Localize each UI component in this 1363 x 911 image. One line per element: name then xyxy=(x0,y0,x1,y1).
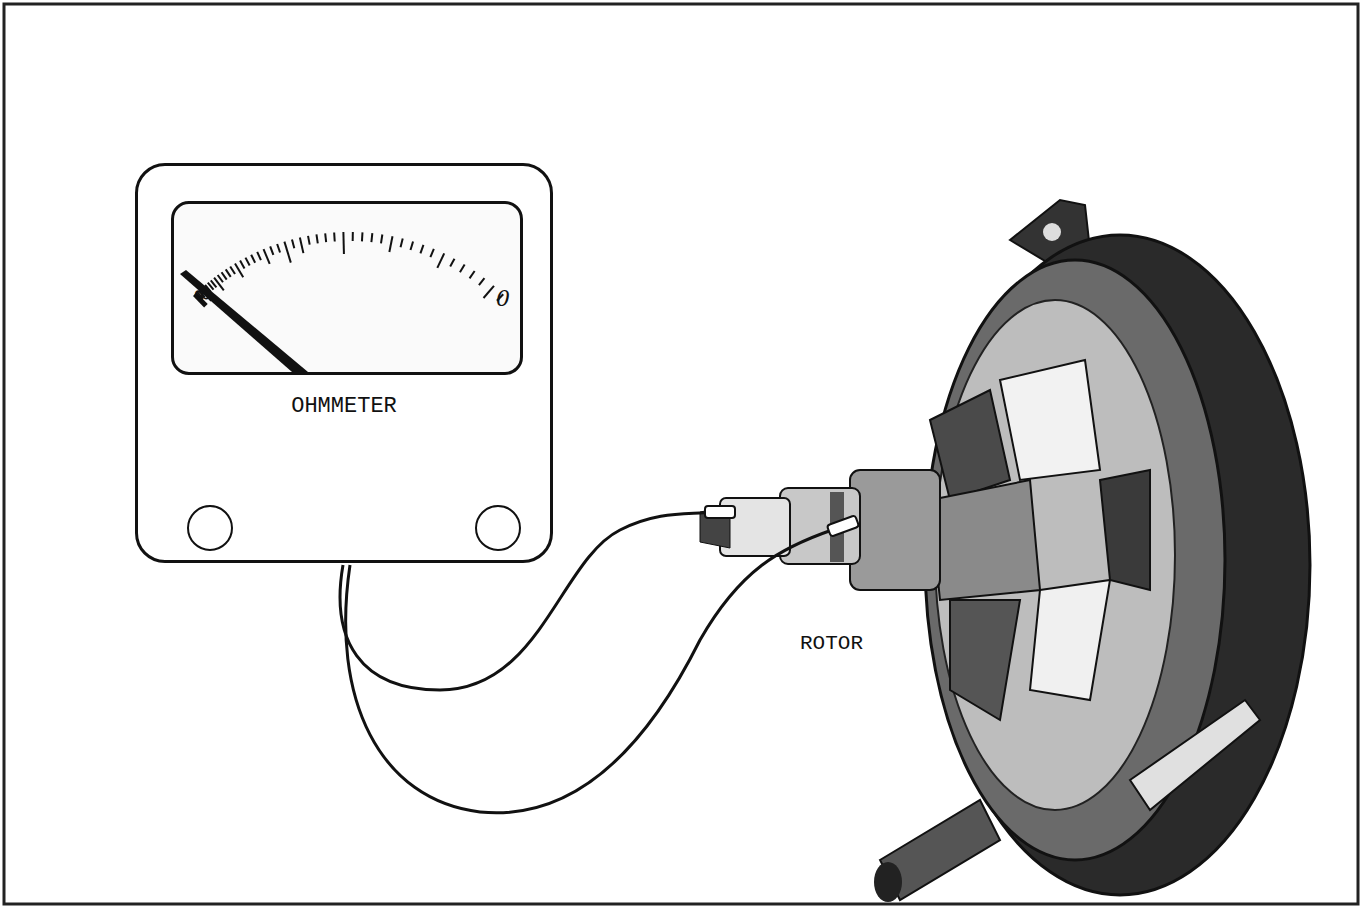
terminal-knob xyxy=(188,506,232,550)
rotor-illustration xyxy=(700,200,1310,902)
frame xyxy=(4,4,1358,904)
scale-tick xyxy=(251,255,255,263)
scale-zero: 0 xyxy=(470,286,510,311)
test-clip xyxy=(705,506,735,518)
scale-tick xyxy=(381,235,382,244)
scale-tick xyxy=(230,266,235,274)
scale-tick xyxy=(245,258,249,266)
scale-tick xyxy=(300,238,304,254)
scale-tick xyxy=(218,275,223,282)
scale-tick xyxy=(430,249,433,257)
scale-tick xyxy=(292,239,294,248)
meter-face: ∞0 xyxy=(171,201,523,375)
scale-tick xyxy=(324,233,327,242)
scale-tick xyxy=(389,236,392,252)
meter-body: OHMMETER∞0 xyxy=(135,163,553,563)
terminal-knob xyxy=(476,506,520,550)
scale-tick xyxy=(370,233,373,242)
scale-tick xyxy=(264,249,270,264)
scale-tick xyxy=(484,286,494,298)
scale-tick xyxy=(479,278,484,285)
meter-needle xyxy=(180,270,308,372)
test-probe xyxy=(827,515,859,537)
scale-tick xyxy=(316,234,317,243)
scale-tick xyxy=(342,232,345,254)
scale-tick xyxy=(361,232,364,241)
test-lead xyxy=(340,512,832,813)
scale-tick xyxy=(437,253,444,267)
scale-tick xyxy=(226,269,231,276)
scale-tick xyxy=(420,245,423,253)
scale-tick xyxy=(470,271,475,278)
scale-tick xyxy=(284,242,290,263)
scale-infinity: ∞ xyxy=(192,280,232,308)
scale-tick xyxy=(257,252,261,260)
part-name: ROTOR xyxy=(800,632,863,655)
scale-tick xyxy=(450,259,454,267)
scale-tick xyxy=(214,278,224,291)
scale-tick xyxy=(352,232,354,241)
meter-scale xyxy=(174,204,520,372)
scale-tick xyxy=(270,246,273,254)
scale-tick xyxy=(240,261,244,269)
meter-name: OHMMETER xyxy=(138,394,550,419)
scale-tick xyxy=(308,236,310,245)
scale-tick xyxy=(277,244,280,253)
scale-tick xyxy=(460,264,465,272)
scale-tick xyxy=(410,241,413,250)
scale-tick xyxy=(333,232,336,241)
scale-tick xyxy=(401,239,403,248)
scale-tick xyxy=(222,272,227,279)
